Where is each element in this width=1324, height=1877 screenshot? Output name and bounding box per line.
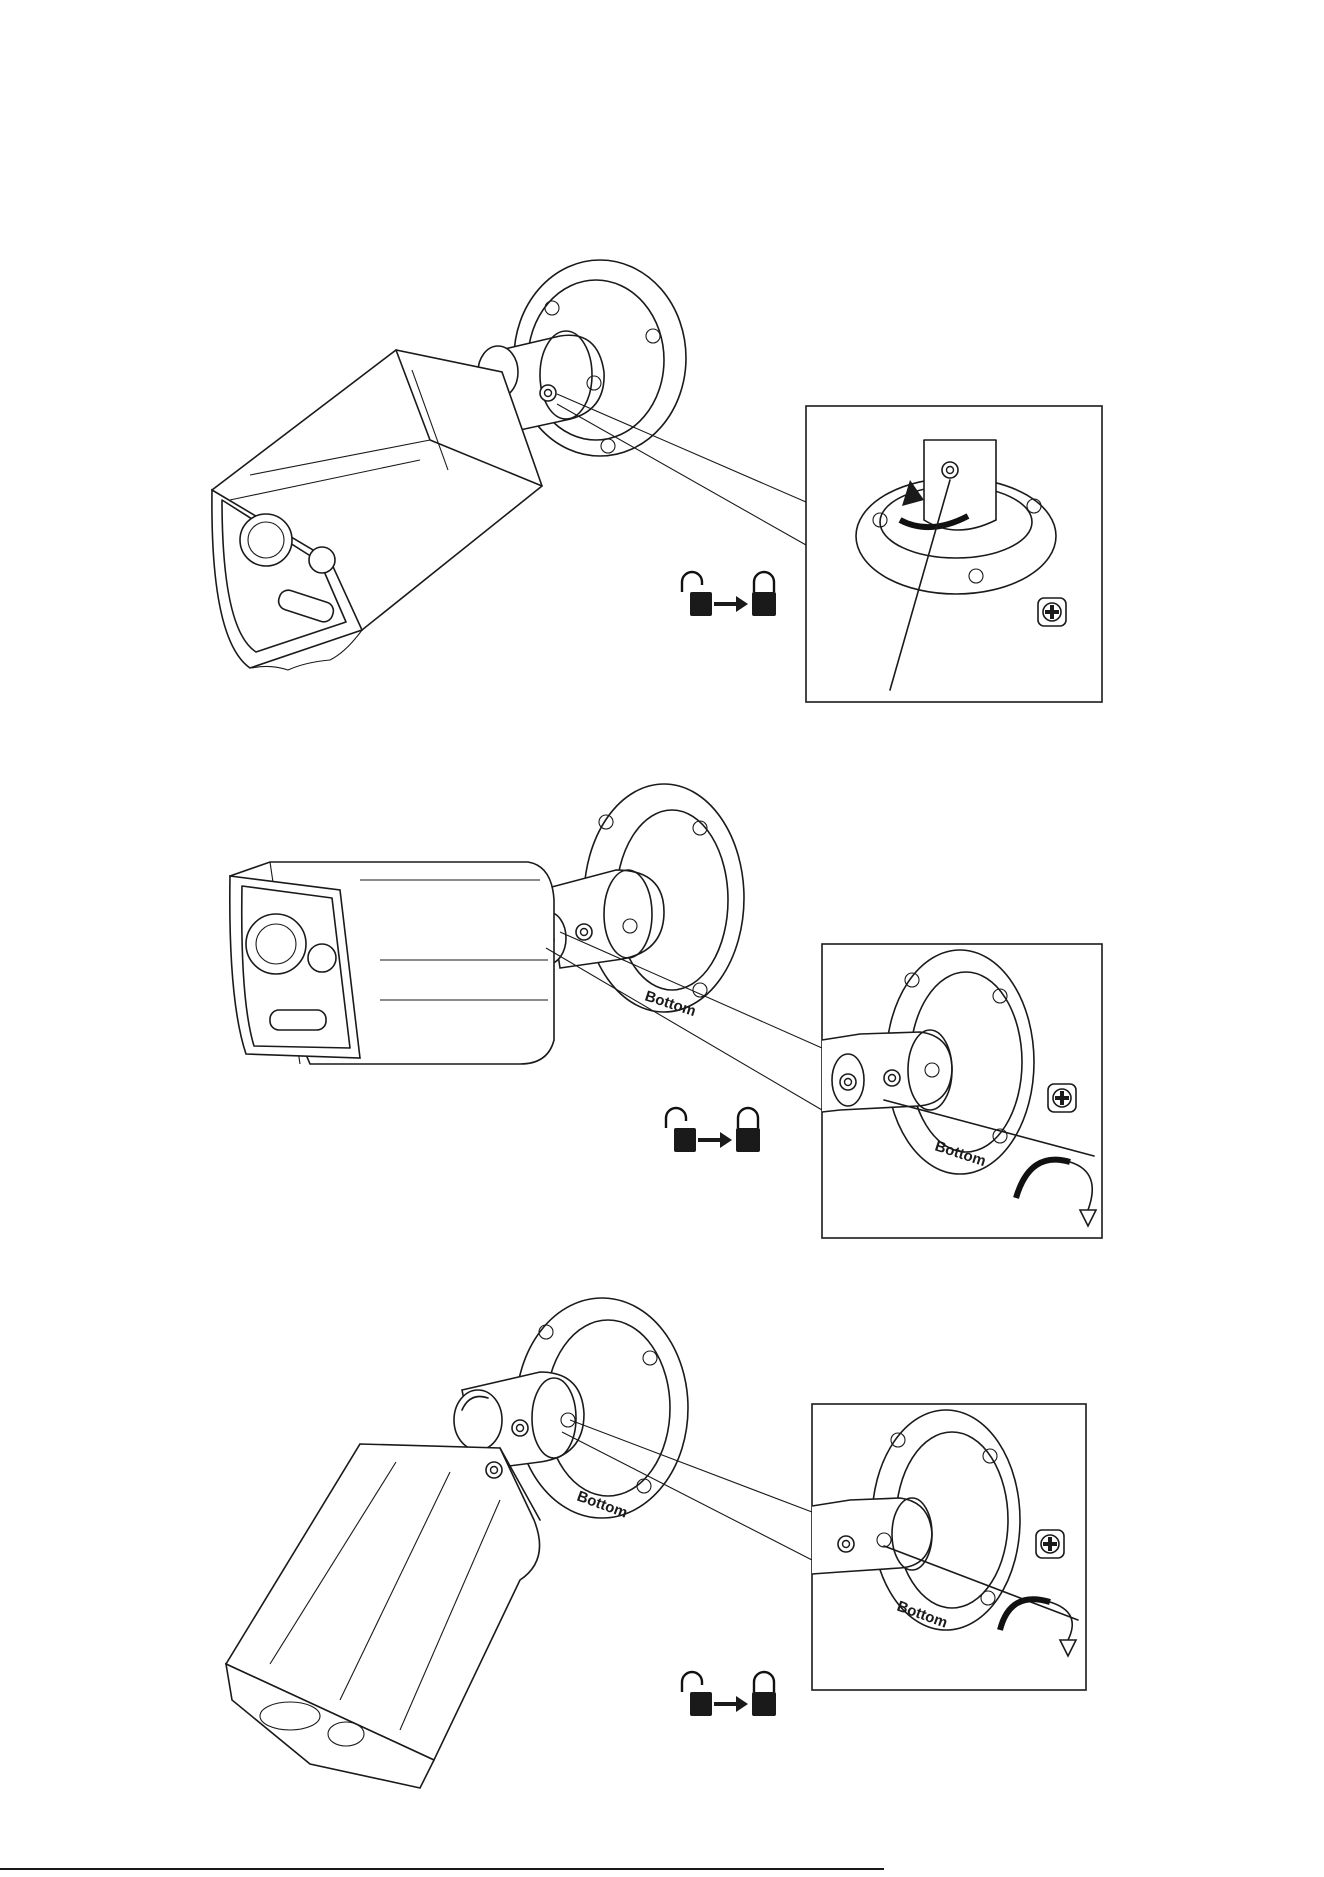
phillips-screw-icon xyxy=(1036,1530,1064,1558)
unlocked-to-locked-icon xyxy=(682,572,776,616)
step-3-camera-assembly: Bottom xyxy=(226,1298,812,1788)
step-2-detail-inset: Bottom xyxy=(822,944,1102,1238)
step-1-detail-inset xyxy=(806,406,1102,702)
unlocked-to-locked-icon xyxy=(666,1108,760,1152)
phillips-screw-icon xyxy=(1038,598,1066,626)
step-1-lock-indicator xyxy=(682,572,776,616)
step-3-lock-indicator xyxy=(682,1672,776,1716)
step-2-lock-indicator xyxy=(666,1108,760,1152)
unlocked-to-locked-icon xyxy=(682,1672,776,1716)
step-1-camera-assembly xyxy=(212,260,806,670)
step-2-camera-assembly: Bottom xyxy=(230,784,822,1110)
phillips-screw-icon xyxy=(1048,1084,1076,1112)
step-3-detail-inset: Bottom xyxy=(812,1404,1086,1690)
